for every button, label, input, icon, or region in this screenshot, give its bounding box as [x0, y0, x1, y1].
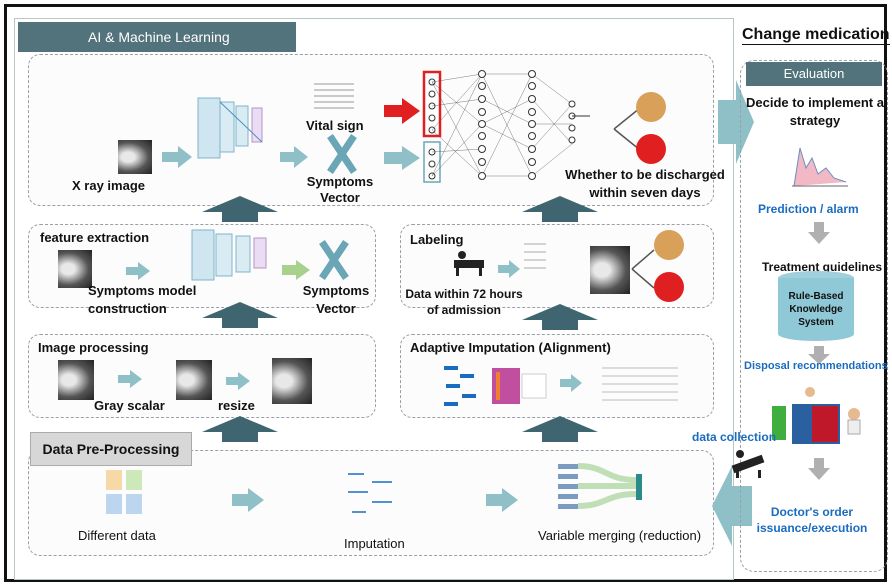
- adaptive-imputation-title: Adaptive Imputation (Alignment): [410, 340, 611, 355]
- data-72-hours-label: Data within 72 hours of admission: [405, 287, 523, 317]
- change-medication-title: Change medication: [742, 26, 890, 45]
- disposal-recommendations-label: Disposal recommendations: [744, 360, 888, 372]
- dna-icon: [327, 134, 357, 174]
- arrow-right-icon: [384, 146, 420, 170]
- prediction-chart-icon: [792, 147, 848, 187]
- arrow-right-icon: [560, 374, 582, 392]
- variable-merging-label: Variable merging (reduction): [538, 528, 702, 543]
- xray-image-icon: [176, 360, 212, 400]
- arrow-right-icon: [162, 146, 192, 168]
- arrow-right-icon: [486, 488, 518, 512]
- up-arrow-icon: [202, 196, 278, 222]
- gray-scalar-label: Gray scalar: [94, 398, 165, 413]
- sad-face-icon: [636, 134, 666, 164]
- down-arrow-icon: [808, 346, 830, 364]
- big-arrow-right-icon: [718, 80, 754, 164]
- decide-strategy-label: Decide to implement a strategy: [746, 95, 884, 128]
- resize-label: resize: [218, 398, 255, 413]
- imputation-table-icon: [348, 473, 392, 513]
- ai-ml-header: AI & Machine Learning: [18, 22, 296, 52]
- branch-lines-icon: [613, 107, 641, 151]
- xray-image-icon: [272, 358, 312, 404]
- arrow-right-icon: [226, 372, 250, 390]
- rule-based-system-label: Rule-Based Knowledge System: [788, 291, 844, 328]
- arrow-right-icon: [118, 370, 142, 388]
- xray-image-icon: [58, 250, 92, 288]
- dna-icon: [319, 240, 349, 280]
- doctors-order-label: Doctor's order issuance/execution: [756, 505, 868, 535]
- symptoms-vector-label: Symptoms Vector: [306, 174, 374, 205]
- evaluation-header: Evaluation: [746, 62, 882, 86]
- doctor-workstation-icon: [772, 387, 861, 444]
- documents-icon: [106, 470, 142, 514]
- database-cylinder-icon: [778, 271, 854, 341]
- up-arrow-icon: [522, 196, 598, 222]
- big-arrow-left-icon: [712, 466, 752, 546]
- up-arrow-icon: [522, 416, 598, 442]
- treatment-guidelines-label: Treatment guidelines: [762, 260, 883, 274]
- different-data-label: Different data: [78, 528, 156, 543]
- evaluation-panel: [740, 60, 888, 572]
- vital-sign-table-icon: [314, 83, 354, 109]
- ai-ml-block: [28, 54, 714, 206]
- heatmap-chart-icon: [492, 368, 547, 404]
- up-arrow-icon: [202, 302, 278, 328]
- imputation-label: Imputation: [344, 536, 405, 551]
- neural-network-icon: [422, 70, 590, 183]
- arrow-right-icon: [282, 260, 310, 280]
- vital-sign-label: Vital sign: [306, 118, 364, 133]
- sad-face-icon: [654, 272, 684, 302]
- prediction-alarm-label: Prediction / alarm: [758, 202, 859, 216]
- data-collection-label: data collection: [692, 430, 777, 444]
- data-table-icon: [524, 243, 546, 269]
- patient-bed-icon: [454, 251, 484, 276]
- down-arrow-icon: [808, 458, 830, 480]
- arrow-right-icon: [232, 488, 264, 512]
- discharge-outcome-label: Whether to be discharged within seven da…: [565, 167, 725, 200]
- happy-face-icon: [654, 230, 684, 260]
- cnn-layers-icon: [191, 229, 267, 281]
- outer-frame: [4, 4, 887, 582]
- xray-image-icon: [590, 246, 630, 294]
- data-table-icon: [602, 367, 678, 401]
- network-graph-icon: [444, 366, 476, 406]
- down-arrow-icon: [808, 222, 830, 244]
- symptoms-vector-label: Symptoms Vector: [302, 283, 370, 316]
- cnn-layers-icon: [197, 97, 263, 159]
- xray-image-icon: [118, 140, 152, 174]
- xray-image-label: X ray image: [72, 178, 145, 193]
- hospital-bed-icon: [731, 450, 765, 478]
- up-arrow-icon: [522, 304, 598, 330]
- xray-image-icon: [58, 360, 94, 400]
- up-arrow-icon: [202, 416, 278, 442]
- arrow-right-icon: [280, 146, 308, 168]
- red-arrow-icon: [384, 98, 420, 124]
- symptoms-model-label: Symptoms model construction: [88, 283, 197, 316]
- preprocessing-header: Data Pre-Processing: [30, 432, 192, 466]
- arrow-right-icon: [498, 260, 520, 278]
- feature-extraction-title: feature extraction: [40, 230, 150, 245]
- labeling-title: Labeling: [410, 232, 464, 247]
- branch-lines-icon: [631, 249, 655, 289]
- image-processing-title: Image processing: [38, 340, 149, 355]
- sankey-merge-icon: [558, 463, 642, 509]
- arrow-right-icon: [126, 262, 150, 280]
- happy-face-icon: [636, 92, 666, 122]
